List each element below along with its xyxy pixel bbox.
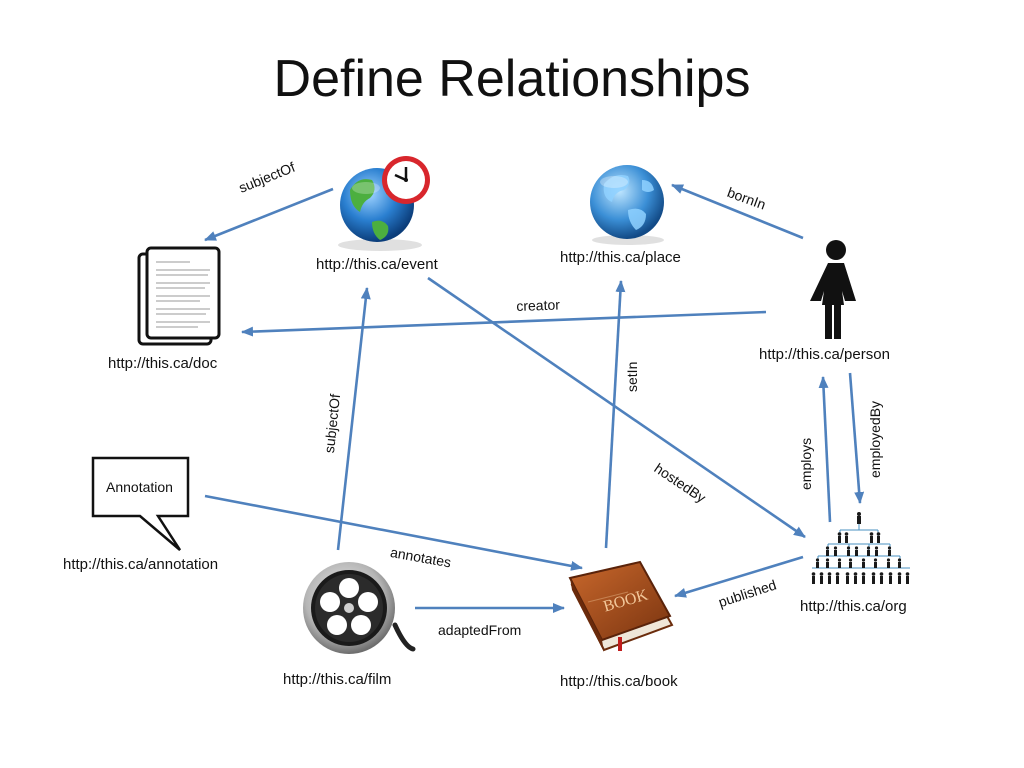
edge-employs	[818, 376, 832, 523]
annotation-bubble	[91, 456, 190, 551]
node-label-doc: http://this.ca/doc	[108, 355, 218, 372]
page-title: Define Relationships	[273, 50, 751, 108]
edge-published	[674, 555, 804, 598]
node-label-film: http://this.ca/film	[283, 671, 392, 688]
node-label-event: http://this.ca/event	[316, 256, 438, 273]
edge-label-setin: setIn	[624, 361, 640, 392]
node-label-org: http://this.ca/org	[800, 598, 907, 615]
edge-subjectof-film-event	[336, 287, 371, 551]
edge-bornin	[671, 183, 804, 240]
edge-setin	[604, 280, 626, 549]
person-icon	[810, 240, 856, 339]
edge-hostedby	[427, 276, 806, 539]
edge-employedby	[848, 372, 865, 504]
book-icon: BOOK	[568, 560, 674, 652]
node-label-book: http://this.ca/book	[560, 673, 678, 690]
node-label-annotation: http://this.ca/annotation	[63, 556, 219, 573]
node-label-place: http://this.ca/place	[560, 249, 681, 266]
node-label-person: http://this.ca/person	[759, 346, 890, 363]
annotation-box-label: Annotation	[106, 479, 173, 495]
globe-icon	[590, 165, 664, 245]
edge-creator	[241, 310, 767, 337]
globe-clock-icon	[338, 156, 430, 251]
edge-label-employs: employs	[798, 437, 814, 490]
edge-label-adaptedfrom: adaptedFrom	[438, 622, 522, 638]
document-icon	[137, 246, 221, 346]
film-reel-icon	[303, 562, 416, 654]
edge-subjectof-event-doc	[204, 187, 334, 242]
edge-label-employedby: employedBy	[867, 400, 883, 478]
org-chart-icon	[811, 512, 910, 584]
edge-annotates	[204, 494, 583, 571]
edge-label-creator: creator	[516, 296, 561, 314]
